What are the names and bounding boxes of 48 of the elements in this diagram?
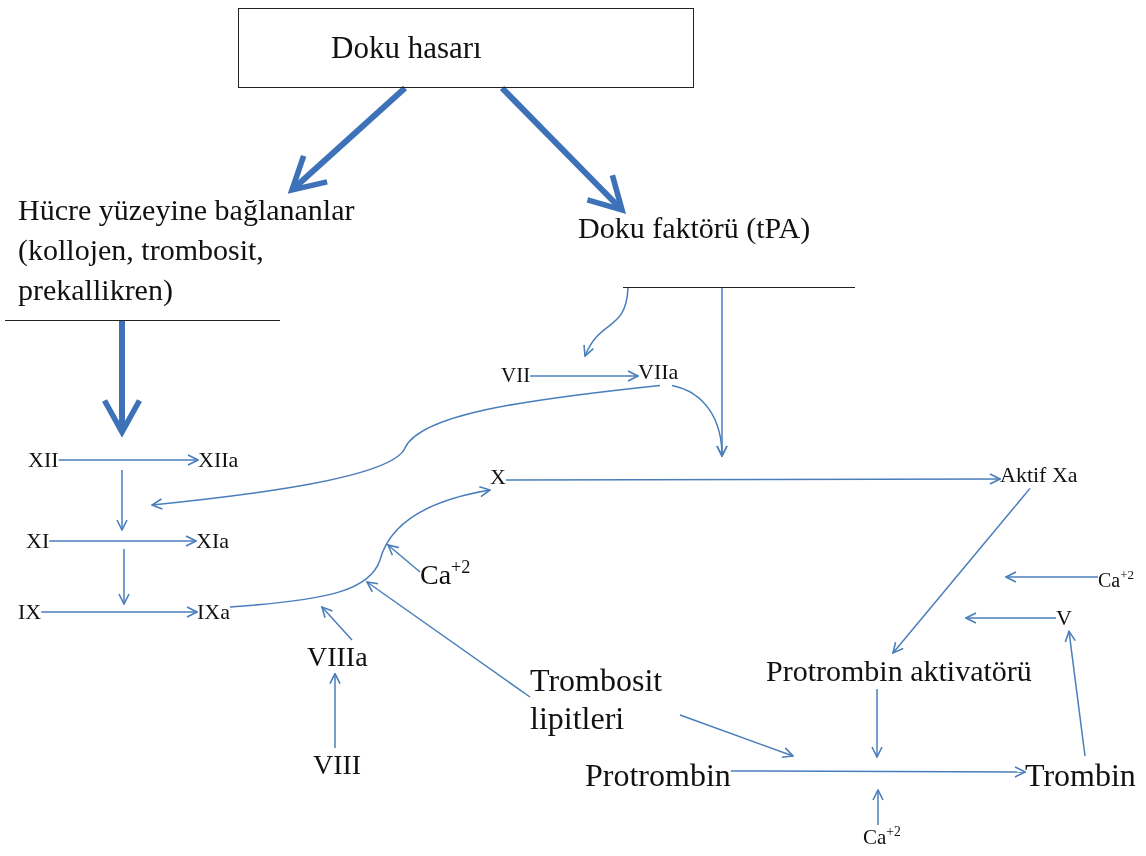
factor-label: IXa: [197, 599, 230, 626]
factor-label: XI: [26, 528, 50, 555]
arrow: [40, 606, 198, 618]
arrow: [387, 544, 421, 573]
factor-label: VIII: [313, 748, 362, 782]
arrow: [101, 321, 143, 435]
arrow: [892, 487, 1031, 654]
node-label: Doku hasarı: [331, 29, 482, 67]
factor-label: Trombin: [1025, 756, 1136, 795]
node-label: Hücre yüzeyine bağlananlar (kollojen, trombosit, prekallikren): [18, 192, 356, 308]
arrow: [321, 606, 353, 641]
arrow: [505, 473, 1001, 485]
arrow: [329, 672, 341, 749]
factor-label: V: [1056, 605, 1072, 632]
factor-label: VII: [501, 363, 531, 389]
arrow: [679, 714, 794, 759]
arrow: [366, 581, 531, 698]
factor-label: Ca$^{+2}$: [420, 558, 471, 592]
factor-label: XIIa: [198, 447, 239, 474]
factor-label: XIa: [196, 528, 229, 555]
factor-label: Ca$^{+2}$: [1098, 568, 1135, 592]
node-label: Doku faktörü (tPA): [578, 210, 811, 246]
arrow: [1064, 630, 1086, 757]
process-box: [238, 8, 694, 88]
arrow: [730, 766, 1026, 778]
arrow: [499, 85, 625, 213]
factor-label: Trombosit lipitleri: [530, 661, 680, 738]
arrow: [871, 688, 883, 758]
arrow: [229, 486, 491, 608]
arrow: [965, 612, 1057, 624]
arrow: [583, 287, 629, 357]
factor-label: XII: [28, 447, 59, 474]
factor-label: VIIIa: [307, 640, 368, 674]
arrow: [671, 384, 728, 457]
arrow: [872, 789, 884, 826]
factor-label: VIIa: [638, 359, 679, 386]
arrow: [529, 370, 639, 382]
arrow: [1005, 571, 1099, 583]
arrow: [151, 384, 661, 510]
factor-label: Protrombin: [585, 756, 731, 795]
factor-label: Protrombin aktivatörü: [766, 653, 1032, 689]
arrow: [57, 454, 199, 466]
factor-label: Ca$^{+2}$: [863, 825, 901, 851]
arrow: [48, 535, 197, 547]
factor-label: X: [490, 464, 506, 491]
factor-label: Aktif Xa: [1000, 462, 1078, 489]
factor-label: IX: [18, 599, 42, 626]
arrow: [289, 85, 407, 193]
